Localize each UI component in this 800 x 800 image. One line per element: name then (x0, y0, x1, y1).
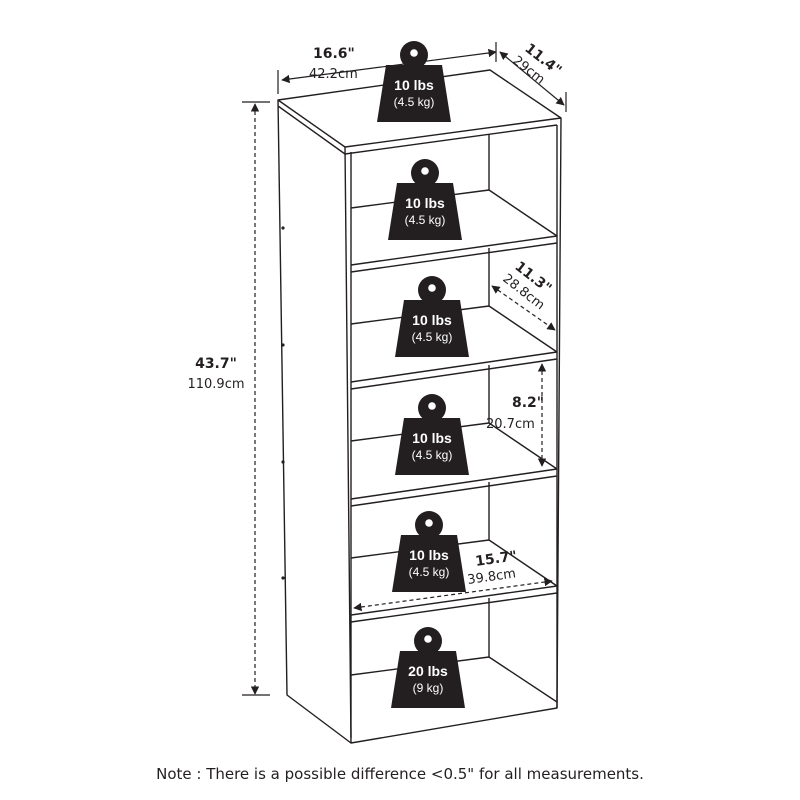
shelf-2 (350, 305, 558, 390)
pin-hole (281, 226, 285, 230)
dimension-labels: 16.6" 42.2cm 11.4" 29cm 43.7" 110.9cm 11… (187, 41, 564, 588)
weight-kg-label: (4.5 kg) (405, 213, 446, 227)
pin-hole (281, 343, 285, 347)
shelf-width-metric-label: 39.8cm (466, 566, 516, 588)
shelf-pin-holes (281, 226, 285, 580)
height-imperial-label: 43.7" (195, 356, 237, 372)
pin-hole (281, 576, 285, 580)
height-metric-label: 110.9cm (187, 377, 244, 392)
depth-arrow (499, 51, 565, 106)
weight-icon-shelf-1: 10 lbs (4.5 kg) (388, 159, 462, 240)
weight-lbs-label: 10 lbs (412, 312, 452, 328)
shelf-width-arrow (353, 577, 553, 612)
bookcase (277, 69, 562, 744)
shelf-3 (350, 422, 558, 507)
measurement-note: Note : There is a possible difference <0… (156, 765, 644, 783)
weight-kg-label: (4.5 kg) (412, 330, 453, 344)
weight-lbs-label: 10 lbs (412, 430, 452, 446)
weight-icon-shelf-4: 10 lbs (4.5 kg) (392, 511, 466, 592)
weight-lbs-label: 10 lbs (405, 195, 445, 211)
weight-icon-shelf-2: 10 lbs (4.5 kg) (395, 276, 469, 357)
width-imperial-label: 16.6" (313, 46, 355, 62)
weight-lbs-label: 10 lbs (394, 77, 434, 93)
weight-kg-label: (4.5 kg) (412, 448, 453, 462)
width-metric-label: 42.2cm (309, 67, 358, 82)
weight-kg-label: (9 kg) (413, 681, 444, 695)
left-panel-front-edge (344, 146, 352, 744)
shelf-width-imperial-label: 15.7" (474, 548, 518, 570)
shelf-depth-arrow (491, 285, 556, 331)
pin-hole (281, 460, 285, 464)
shelf-height-imperial-label: 8.2" (512, 395, 544, 411)
weight-icon-shelf-3: 10 lbs (4.5 kg) (395, 394, 469, 475)
weight-kg-label: (4.5 kg) (394, 95, 435, 109)
weight-lbs-label: 20 lbs (408, 663, 448, 679)
weight-icon-top: 10 lbs (4.5 kg) (377, 41, 451, 122)
dimension-lines (242, 42, 567, 696)
shelf-height-metric-label: 20.7cm (486, 417, 535, 432)
weight-icon-shelf-5: 20 lbs (9 kg) (391, 627, 465, 708)
weight-lbs-label: 10 lbs (409, 547, 449, 563)
weight-kg-label: (4.5 kg) (409, 565, 450, 579)
shelf-5 (350, 656, 558, 703)
